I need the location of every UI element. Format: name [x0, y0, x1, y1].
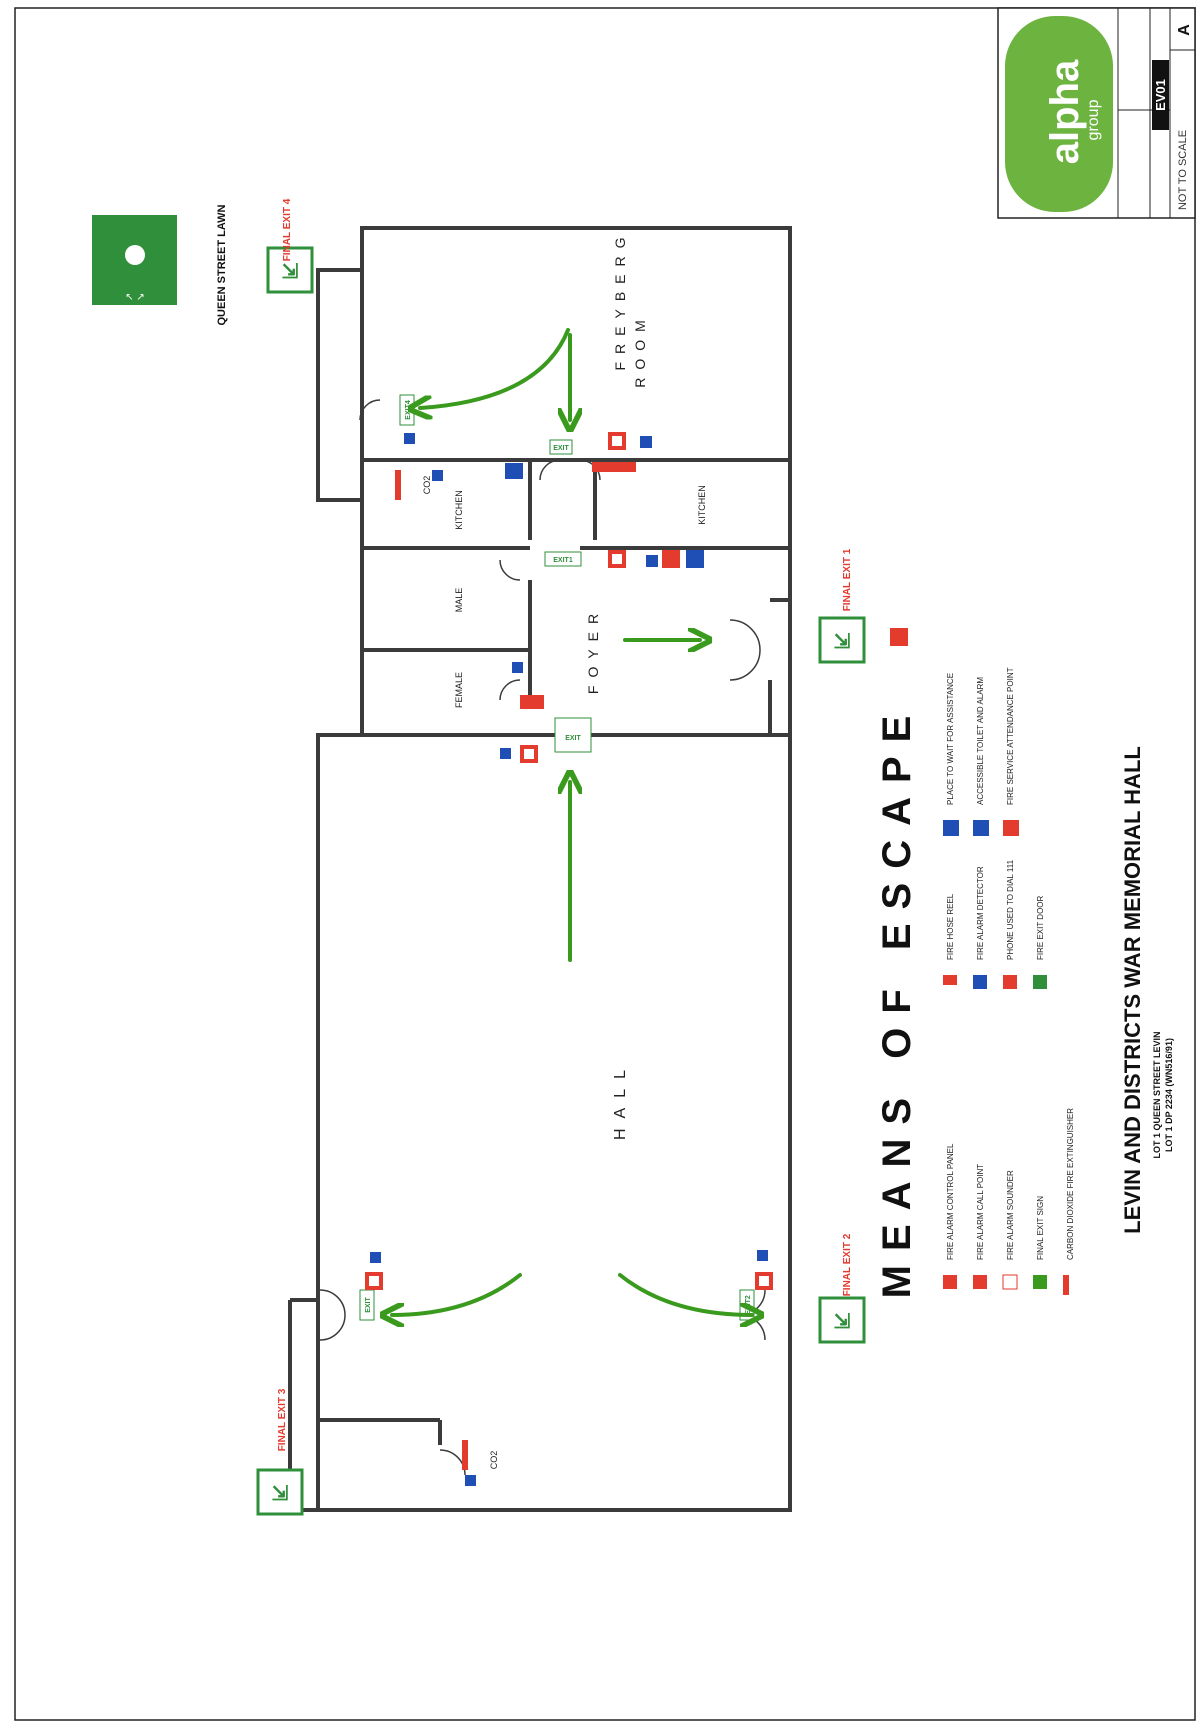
- legend-label-1: FIRE ALARM CALL POINT: [976, 1164, 985, 1260]
- final-exit-1-sign: ⇲ FINAL EXIT 1: [818, 548, 908, 664]
- co2-label-stage: CO2: [489, 1451, 499, 1470]
- detector-icon: [465, 1475, 476, 1486]
- final-exit-2-label: FINAL EXIT 2: [842, 1233, 853, 1296]
- legend-label-3: FINAL EXIT SIGN: [1036, 1196, 1045, 1260]
- final-exit-4-label: FINAL EXIT 4: [282, 198, 293, 261]
- logo-word: alpha: [1043, 59, 1087, 164]
- detector-icon: [640, 436, 652, 448]
- legend-label-7: PHONE USED TO DIAL 111: [1006, 859, 1015, 960]
- scale-note: NOT TO SCALE: [1177, 130, 1189, 210]
- sheet-border: [14, 7, 1196, 1721]
- detector-icon: [432, 470, 443, 481]
- sheet-number: EV01: [1153, 79, 1168, 111]
- fire-service-icon: [890, 628, 908, 646]
- panel-icon: [592, 462, 636, 472]
- extinguisher-icon: [462, 1440, 468, 1470]
- equipment-symbols: CO2 CO2: [365, 432, 773, 1486]
- floor-plan-walls: [288, 226, 792, 1512]
- main-title: MEANS OF ESCAPE: [875, 702, 919, 1299]
- final-exit-2-sign: ⇲ FINAL EXIT 2: [818, 1233, 866, 1344]
- door-exit-label-hall: EXIT: [565, 735, 581, 742]
- revision-letter: A: [1176, 24, 1193, 36]
- legend-label-10: ACCESSIBLE TOILET AND ALARM: [976, 677, 985, 805]
- legend-label-2: FIRE ALARM SOUNDER: [1006, 1170, 1015, 1260]
- room-label-kitchen-west: KITCHEN: [454, 490, 464, 530]
- logo-sub: group: [1085, 99, 1102, 140]
- svg-text:⇲: ⇲: [834, 1311, 851, 1333]
- address-line-1: LOT 1 QUEEN STREET LEVIN: [1152, 1031, 1162, 1158]
- phone-icon: [662, 550, 680, 568]
- legend-label-8: FIRE EXIT DOOR: [1036, 895, 1045, 960]
- door-exit-markers: EXIT4 EXIT EXIT1 EXIT EXIT EXIT2: [359, 394, 755, 1321]
- alpha-group-logo: alpha group: [1005, 16, 1113, 212]
- svg-text:⇲: ⇲: [272, 1483, 289, 1505]
- legend-label-0: FIRE ALARM CONTROL PANEL: [946, 1143, 955, 1260]
- arrow-hall-to-exit2: [618, 1273, 752, 1315]
- door-exit2-label: EXIT2: [745, 1295, 752, 1315]
- arrow-freyberg-to-exit4: [420, 328, 570, 408]
- door-exit-label-freyberg: EXIT: [553, 445, 569, 452]
- svg-text:⇲: ⇲: [282, 261, 299, 283]
- address-line-2: LOT 1 DP 2234 (WN516/91): [1164, 1038, 1174, 1152]
- extinguisher-icon: [395, 470, 401, 500]
- building-name: LEVIN AND DISTRICTS WAR MEMORIAL HALL: [1120, 746, 1145, 1234]
- detector-icon: [757, 1250, 768, 1261]
- door-exit1-label: EXIT1: [553, 557, 573, 564]
- room-label-freyberg-room: ROOM: [632, 312, 648, 388]
- final-exit-4-sign: ⇲ FINAL EXIT 4: [266, 198, 314, 294]
- room-label-freyberg: FREYBERG: [612, 229, 628, 370]
- legend-label-6: FIRE ALARM DETECTOR: [976, 866, 985, 960]
- title-block: alpha group EV01 A NOT TO SCALE: [997, 7, 1196, 219]
- detector-icon: [500, 748, 511, 759]
- arrow-hall-to-exit3: [392, 1273, 522, 1315]
- hose-reel-icon: [520, 695, 544, 709]
- co2-label-kitchen: CO2: [422, 476, 432, 495]
- room-label-female: FEMALE: [454, 672, 464, 708]
- room-labels: HALL FOYER FREYBERG ROOM KITCHEN KITCHEN…: [454, 229, 707, 1140]
- detector-icon: [404, 433, 415, 444]
- room-label-male: MALE: [454, 588, 464, 613]
- legend-label-4: CARBON DIOXIDE FIRE EXTINGUISHER: [1066, 1108, 1075, 1260]
- room-label-foyer: FOYER: [585, 606, 601, 694]
- legend-label-11: FIRE SERVICE ATTENDANCE POINT: [1006, 667, 1015, 805]
- final-exit-1-label: FINAL EXIT 1: [842, 548, 853, 611]
- detector-icon: [370, 1252, 381, 1263]
- final-exit-3-sign: ⇲ FINAL EXIT 3: [256, 1388, 304, 1516]
- svg-text:⇲: ⇲: [834, 631, 851, 653]
- room-label-kitchen-east: KITCHEN: [697, 485, 707, 525]
- detector-icon: [512, 662, 523, 673]
- assembly-point-label: QUEEN STREET LAWN: [216, 204, 228, 325]
- evacuation-arrows: [392, 328, 752, 1315]
- disabled-toilet-icon: [505, 463, 523, 479]
- detector-icon: [646, 555, 658, 567]
- wheelchair-icon: [686, 550, 704, 568]
- legend-label-5: FIRE HOSE REEL: [946, 893, 955, 960]
- door-exit-label-west: EXIT: [365, 1296, 372, 1312]
- final-exit-3-label: FINAL EXIT 3: [277, 1388, 288, 1451]
- door-exit4-label: EXIT4: [405, 400, 412, 420]
- assembly-point: ↖ ↗ QUEEN STREET LAWN: [92, 204, 228, 326]
- final-exit-signs: ⇲ FINAL EXIT 4 ⇲ FINAL EXIT 1 ⇲ FINAL EX…: [256, 198, 908, 1516]
- legend-label-9: PLACE TO WAIT FOR ASSISTANCE: [946, 673, 955, 805]
- svg-text:↖ ↗: ↖ ↗: [125, 292, 145, 303]
- room-label-hall: HALL: [612, 1060, 629, 1140]
- legend: FIRE ALARM CONTROL PANEL FIRE ALARM CALL…: [943, 667, 1075, 1295]
